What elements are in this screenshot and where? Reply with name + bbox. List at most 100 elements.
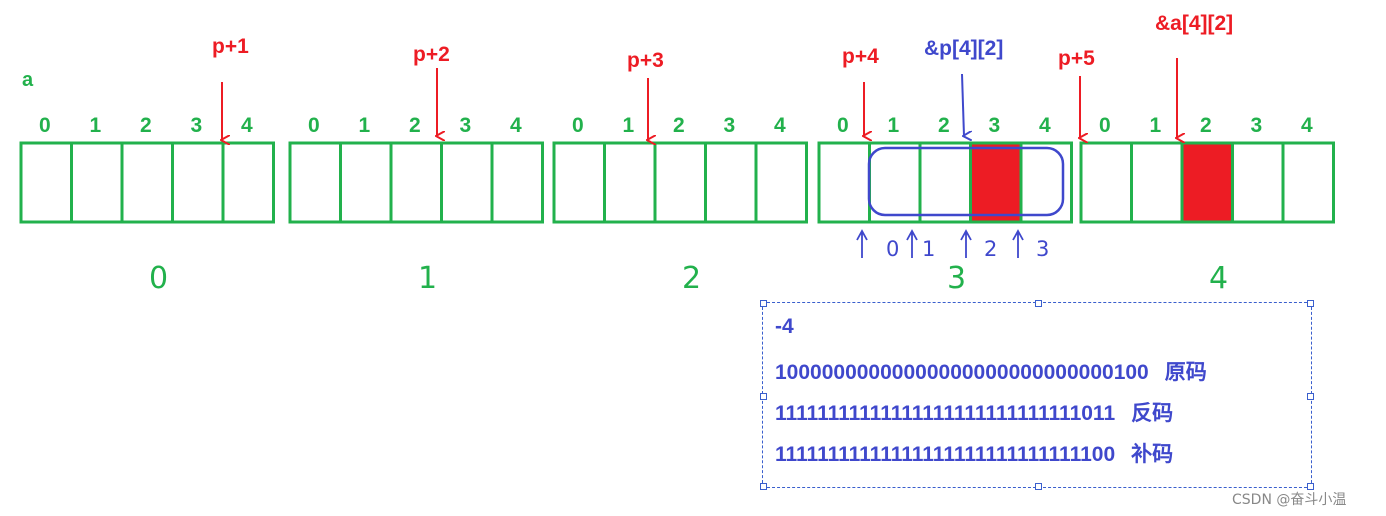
resize-handle-tl[interactable] (760, 300, 767, 307)
sub-label-3: 3 (1036, 237, 1049, 261)
cell-3-4 (1019, 141, 1073, 224)
array-row-3 (817, 141, 1073, 224)
cell-4-3 (1231, 141, 1285, 224)
sub-label-1: 1 (922, 237, 935, 261)
pointer-label-4: p+4 (842, 45, 879, 68)
column-index-1-3: 3 (460, 114, 472, 137)
row-label-3: 3 (947, 261, 966, 296)
array-row-2 (552, 141, 808, 224)
note-line-original: 10000000000000000000000000000100 原码 (775, 356, 1207, 386)
p4-outline (867, 146, 1065, 217)
resize-handle-bl[interactable] (760, 483, 767, 490)
pointer-arrows: p+1 p+2 p+3 p+4 p+5&a[4][2] &p[4][2] (212, 12, 1233, 140)
column-index-3-4: 4 (1039, 114, 1051, 137)
column-index-3-2: 2 (938, 114, 950, 137)
column-index-4-4: 4 (1301, 114, 1313, 137)
column-index-1-4: 4 (510, 114, 522, 137)
pointer-label-1: p+1 (212, 35, 249, 58)
cell-1-3 (440, 141, 494, 224)
resize-handle-tr[interactable] (1307, 300, 1314, 307)
cell-2-1 (603, 141, 657, 224)
label-ones-complement: 反码 (1131, 402, 1174, 425)
cell-2-2 (653, 141, 707, 224)
column-index-2-3: 3 (724, 114, 736, 137)
column-index-4-3: 3 (1251, 114, 1263, 137)
row-label-4: 4 (1209, 261, 1228, 296)
column-index-3-1: 1 (888, 114, 900, 137)
column-index-0-3: 3 (191, 114, 203, 137)
cell-1-2 (389, 141, 443, 224)
cell-3-1 (868, 141, 922, 224)
column-index-0-0: 0 (39, 114, 51, 137)
column-index-2-2: 2 (673, 114, 685, 137)
column-index-0-4: 4 (241, 114, 253, 137)
cell-1-1 (339, 141, 393, 224)
a42-label: &a[4][2] (1155, 12, 1233, 35)
column-index-1-1: 1 (359, 114, 371, 137)
note-line-twos-complement: 11111111111111111111111111111100 补码 (775, 438, 1173, 468)
cell-0-4 (221, 141, 275, 224)
column-index-0-2: 2 (140, 114, 152, 137)
p42-label: &p[4][2] (924, 37, 1003, 60)
array-row-1 (288, 141, 544, 224)
label-twos-complement: 补码 (1131, 443, 1174, 466)
column-index-3-3: 3 (989, 114, 1001, 137)
pointer-label-3: p+3 (627, 49, 664, 72)
column-index-1-2: 2 (409, 114, 421, 137)
pointer-label-5: p+5 (1058, 47, 1095, 70)
cell-0-2 (120, 141, 174, 224)
column-index-2-0: 0 (572, 114, 584, 137)
cell-2-3 (704, 141, 758, 224)
cell-0-0 (19, 141, 73, 224)
cell-1-4 (490, 141, 544, 224)
label-original: 原码 (1164, 361, 1207, 384)
row-index-labels: 0 1 2 3 4 (149, 261, 1228, 296)
sub-arrow-2 (960, 229, 972, 258)
sub-arrow-1 (906, 229, 918, 258)
row-label-0: 0 (149, 261, 168, 296)
sub-label-0: 0 (886, 237, 899, 261)
column-index-1-0: 0 (308, 114, 320, 137)
column-index-4-2: 2 (1200, 114, 1212, 137)
cell-4-0 (1079, 141, 1133, 224)
p42-arrow (961, 73, 964, 136)
cell-4-2 (1180, 141, 1234, 224)
sub-arrow-0 (856, 229, 868, 258)
array-rows (19, 141, 1335, 224)
cell-4-1 (1130, 141, 1184, 224)
note-line-ones-complement: 11111111111111111111111111111011 反码 (775, 397, 1173, 427)
bits-twos-complement: 11111111111111111111111111111100 (775, 443, 1116, 466)
array-row-0 (19, 141, 275, 224)
resize-handle-mr[interactable] (1307, 393, 1314, 400)
sub-arrow-3 (1012, 229, 1024, 258)
bits-ones-complement: 11111111111111111111111111111011 (775, 402, 1116, 425)
column-index-4-1: 1 (1150, 114, 1162, 137)
watermark: CSDN @奋斗小温 (1232, 492, 1347, 508)
cell-0-1 (70, 141, 124, 224)
array-name-label: a (22, 69, 34, 91)
cell-2-4 (754, 141, 808, 224)
resize-handle-ml[interactable] (760, 393, 767, 400)
cell-3-2 (918, 141, 972, 224)
cell-4-4 (1281, 141, 1335, 224)
note-value: -4 (775, 315, 794, 338)
column-index-2-1: 1 (623, 114, 635, 137)
resize-handle-br[interactable] (1307, 483, 1314, 490)
cell-3-3 (969, 141, 1023, 224)
bits-original: 10000000000000000000000000000100 (775, 361, 1149, 384)
cell-2-0 (552, 141, 606, 224)
column-index-4-0: 0 (1099, 114, 1111, 137)
column-index-0-1: 1 (90, 114, 102, 137)
sub-label-2: 2 (984, 237, 997, 261)
cell-3-0 (817, 141, 871, 224)
row-label-2: 2 (682, 261, 701, 296)
array-row-4 (1079, 141, 1335, 224)
resize-handle-tm[interactable] (1035, 300, 1042, 307)
pointer-label-2: p+2 (413, 43, 450, 66)
resize-handle-bm[interactable] (1035, 483, 1042, 490)
row-label-1: 1 (418, 261, 437, 296)
column-index-2-4: 4 (774, 114, 786, 137)
